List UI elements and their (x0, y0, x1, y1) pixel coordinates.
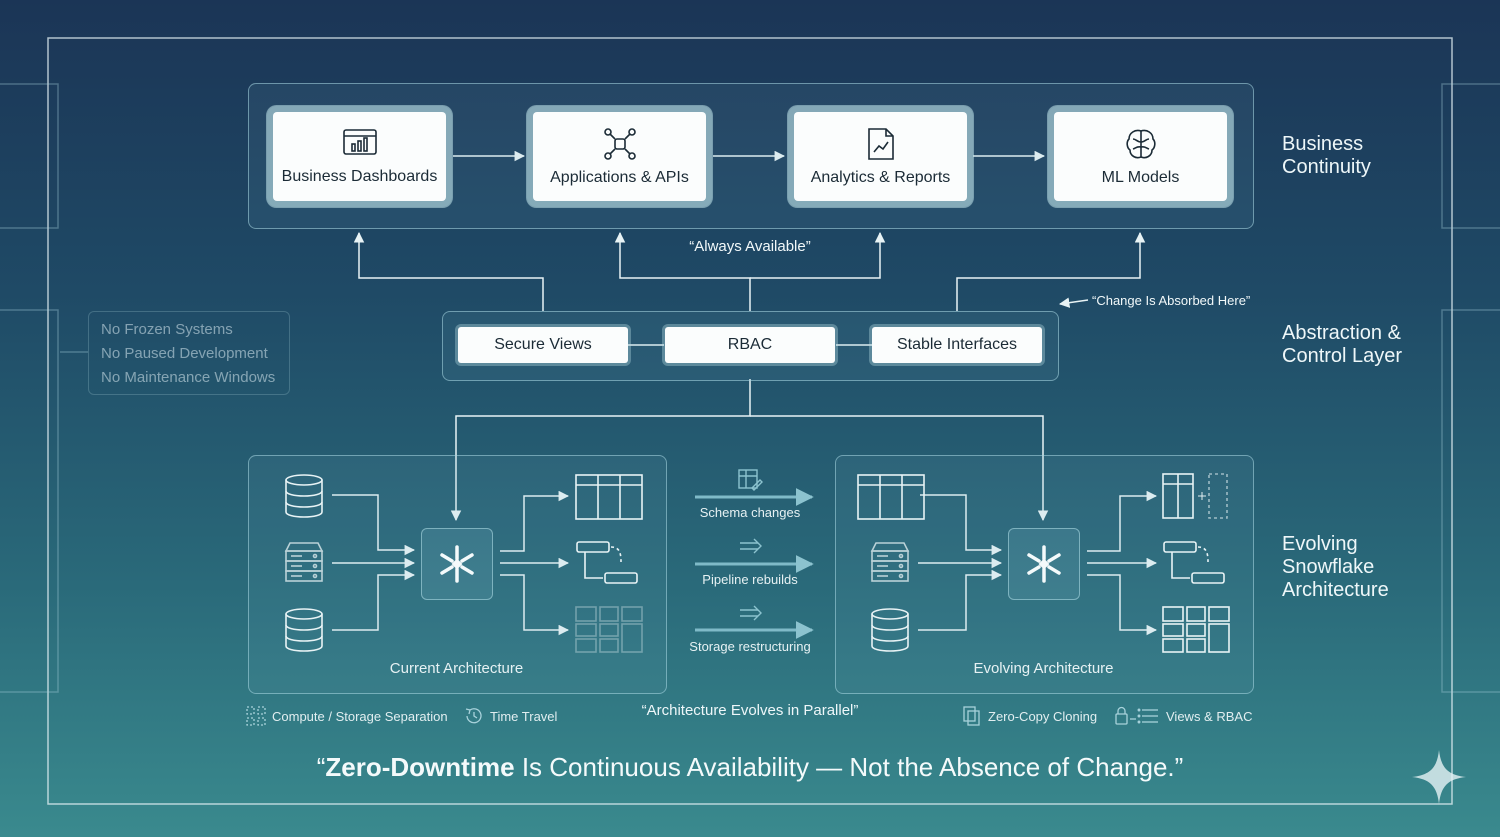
change-absorbed-caption: “Change Is Absorbed Here” (1092, 293, 1251, 308)
snowflake-hub[interactable] (1008, 528, 1080, 600)
rbac-pill[interactable]: RBAC (665, 327, 835, 363)
snowflake-icon (440, 545, 474, 583)
always-available-caption: “Always Available” (689, 238, 811, 255)
business-dashboards-label: Business Dashboards (281, 167, 438, 185)
table-icon (575, 474, 643, 520)
headline-open: “ (316, 752, 326, 782)
database-icon (871, 608, 909, 652)
double-arrow-icon (740, 605, 762, 621)
database-icon (285, 474, 323, 518)
headline-quote: “Zero-Downtime Is Continuous Availabilit… (0, 752, 1500, 783)
compute-storage-label: Compute / Storage Separation (272, 708, 448, 724)
views-rbac-feature: Views & RBAC (1114, 706, 1252, 726)
network-icon (603, 127, 636, 160)
pipeline-rebuilds-label: Pipeline rebuilds (702, 572, 798, 587)
pipeline-icon (576, 541, 638, 584)
evolving-architecture-title: Evolving Architecture (973, 660, 1114, 677)
snowflake-hub[interactable] (421, 528, 493, 600)
negation-item: No Maintenance Windows (101, 369, 276, 386)
storage-restructuring-label: Storage restructuring (689, 639, 811, 654)
negation-item: No Paused Development (101, 345, 268, 362)
time-travel-label: Time Travel (490, 708, 558, 724)
stable-interfaces-pill[interactable]: Stable Interfaces (872, 327, 1042, 363)
business-continuity-label: Business Continuity (1282, 133, 1371, 178)
zero-copy-feature: Zero-Copy Cloning (962, 706, 1097, 726)
dashboard-icon (342, 128, 377, 155)
analytics-reports-card[interactable]: Analytics & Reports (794, 112, 967, 201)
database-icon (285, 608, 323, 652)
analytics-reports-label: Analytics & Reports (810, 168, 951, 186)
zero-copy-label: Zero-Copy Cloning (988, 708, 1098, 724)
server-icon (870, 542, 910, 582)
ml-models-label: ML Models (1101, 168, 1180, 186)
business-dashboards-card[interactable]: Business Dashboards (273, 112, 446, 201)
headline-rest: Is Continuous Availability — Not the Abs… (514, 752, 1184, 782)
grid-icon (1162, 606, 1230, 653)
split-table-icon (1162, 473, 1228, 519)
applications-apis-card[interactable]: Applications & APIs (533, 112, 706, 201)
views-rbac-label: Views & RBAC (1166, 708, 1253, 724)
parallel-caption: “Architecture Evolves in Parallel” (641, 702, 859, 719)
snowflake-icon (1027, 545, 1061, 583)
current-architecture-title: Current Architecture (389, 660, 524, 677)
time-travel-feature: Time Travel (464, 706, 557, 726)
lock-list-icon (1115, 706, 1158, 725)
server-icon (284, 542, 324, 582)
schema-edit-icon (738, 469, 763, 491)
secure-views-pill[interactable]: Secure Views (458, 327, 628, 363)
abstraction-layer-label: Abstraction & Control Layer (1282, 322, 1403, 367)
applications-apis-label: Applications & APIs (550, 168, 689, 186)
headline-bold: Zero-Downtime (325, 752, 515, 782)
sparkle-icon (1412, 750, 1466, 804)
table-icon (857, 474, 925, 520)
double-arrow-icon (740, 538, 762, 554)
report-icon (867, 127, 894, 160)
negation-item: No Frozen Systems (101, 321, 233, 338)
pipeline-icon (1163, 541, 1225, 584)
evolving-architecture-label: Evolving Snowflake Architecture (1282, 533, 1389, 601)
ml-models-card[interactable]: ML Models (1054, 112, 1227, 201)
separation-icon (246, 706, 266, 726)
schema-changes-label: Schema changes (699, 505, 801, 520)
compute-storage-feature: Compute / Storage Separation (246, 706, 448, 726)
grid-icon (575, 606, 643, 653)
brain-icon (1125, 129, 1156, 158)
time-travel-icon (465, 708, 482, 724)
clone-icon (963, 706, 980, 726)
negations-box: No Frozen Systems No Paused Development … (88, 311, 290, 395)
